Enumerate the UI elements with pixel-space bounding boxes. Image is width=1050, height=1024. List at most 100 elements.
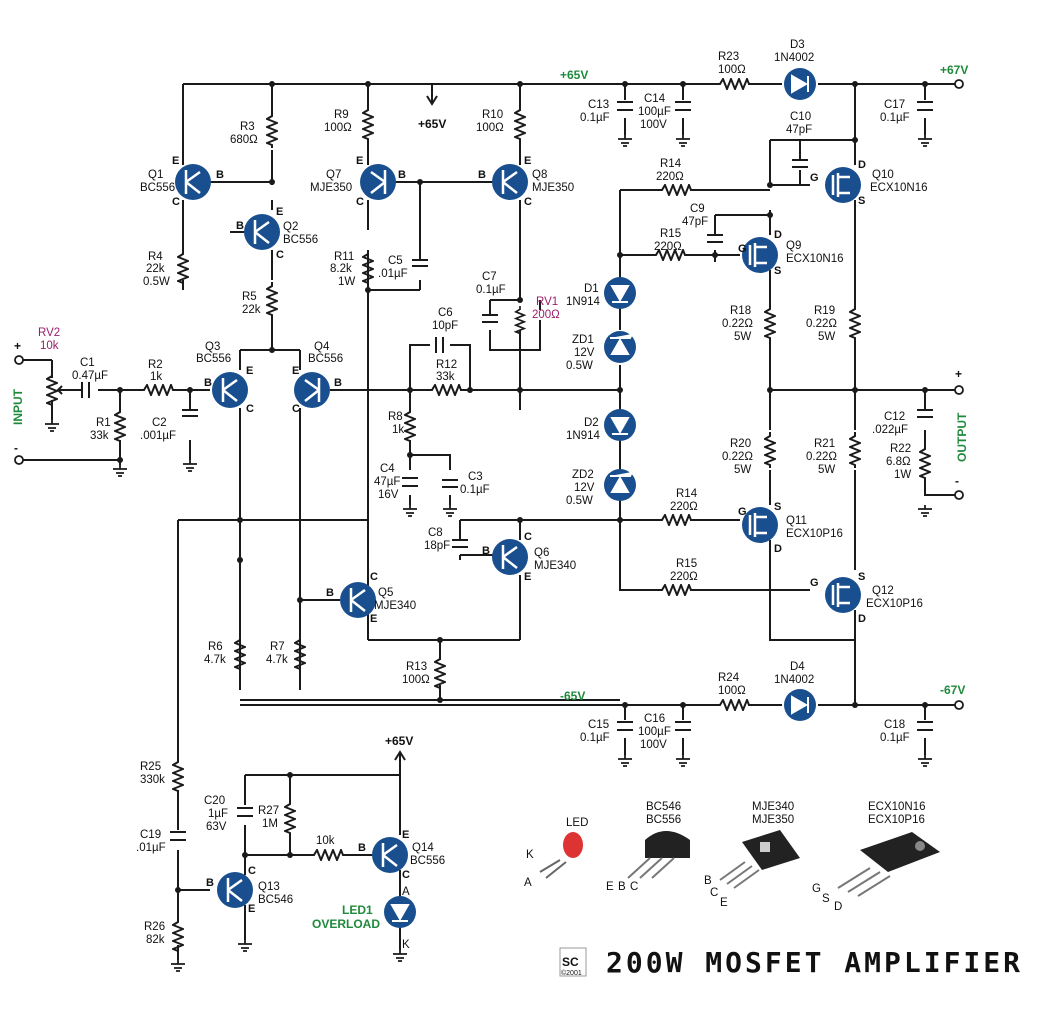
pin-letter: E (524, 155, 531, 167)
r8-value: 1k (392, 424, 404, 436)
input-plus: + (14, 339, 21, 353)
c4-ref: C4 (380, 463, 395, 475)
capacitors (81, 101, 933, 841)
r20-ref: R20 (730, 438, 751, 450)
transistor-q7 (360, 164, 396, 200)
pinout-to126-b: B (704, 875, 712, 887)
r18-value: 0.22Ω (722, 318, 753, 330)
c2-value: .001µF (140, 430, 176, 442)
labels: +65V +67V -65V -67V +65V +65V INPUT OUTP… (11, 39, 1020, 979)
c18-value: 0.1µF (880, 732, 910, 744)
q6-ref: Q6 (534, 547, 549, 559)
c7-ref: C7 (482, 271, 497, 283)
to126-package (719, 830, 800, 889)
package-drawings (539, 830, 940, 897)
capacitor-c14 (675, 101, 691, 111)
r21-rating: 5W (818, 464, 835, 476)
r7-ref: R7 (270, 641, 285, 653)
to92-package (627, 831, 690, 879)
rail-label-pos65: +65V (560, 68, 588, 82)
pin-letter: C (248, 865, 256, 877)
q5-ref: Q5 (378, 587, 393, 599)
rail-label-neg65: -65V (560, 689, 585, 703)
c20-value: 1µF (208, 808, 228, 820)
capacitor-c15 (617, 721, 633, 731)
q4-type: BC556 (308, 353, 343, 365)
r19-rating: 5W (818, 331, 835, 343)
c5-value: .01µF (378, 268, 408, 280)
resistor-r9 (362, 106, 374, 142)
capacitor-c9 (707, 234, 723, 243)
r7-value: 4.7k (266, 654, 288, 666)
resistors (46, 78, 931, 954)
to264-package (837, 832, 940, 897)
pinout-led-k: K (526, 849, 534, 861)
capacitor-c8 (452, 539, 468, 548)
q3-ref: Q3 (205, 341, 220, 353)
transistor-q6 (492, 539, 528, 575)
pin-letter: E (276, 206, 283, 218)
pin-letter: E (370, 613, 377, 625)
pin-letter: B (236, 220, 244, 232)
transistor-q4 (294, 372, 330, 408)
c14-rating: 100V (640, 119, 667, 131)
led-overload (384, 896, 416, 928)
pin-letter: B (482, 545, 490, 557)
r1-value: 33k (90, 430, 109, 442)
resistor-r20 (764, 432, 776, 468)
transistor-q10 (825, 167, 861, 203)
output-minus: - (955, 474, 959, 488)
pin-letter: G (738, 506, 747, 518)
pin-letter: E (356, 155, 363, 167)
pin-letter: D (858, 159, 866, 171)
q10-type: ECX10N16 (870, 182, 928, 194)
output-label: OUTPUT (955, 412, 969, 462)
q12-ref: Q12 (872, 585, 894, 597)
led1-cathode: K (402, 939, 410, 951)
resistor-r2 (140, 384, 176, 396)
pin-letter: C (172, 196, 180, 208)
resistor-r14-top (658, 184, 694, 196)
rail-label-pos67: +67V (940, 63, 968, 77)
resistor-r23 (716, 78, 752, 90)
rail-arrow-65v-protect (394, 750, 406, 761)
transistor-q9 (742, 237, 778, 273)
transistor-q5 (340, 582, 376, 618)
resistor-r14-bottom (658, 514, 694, 526)
pin-letter: E (246, 365, 253, 377)
r13-ref: R13 (406, 661, 427, 673)
c3-value: 0.1µF (460, 484, 490, 496)
r15-bottom-value: 220Ω (670, 571, 698, 583)
pin-letter: G (738, 243, 747, 255)
r21-ref: R21 (814, 438, 835, 450)
d4-ref: D4 (790, 661, 805, 673)
terminals (14, 79, 964, 761)
r24-value: 100Ω (718, 685, 746, 697)
capacitor-c5 (412, 259, 428, 267)
r9-value: 100Ω (324, 122, 352, 134)
rv2-value: 10k (40, 340, 59, 352)
led1-label: OVERLOAD (312, 917, 380, 931)
pin-letter: C (524, 196, 532, 208)
pin-letter: D (774, 229, 782, 241)
transistors (175, 164, 861, 908)
d1-type: 1N914 (566, 296, 600, 308)
r23-value: 100Ω (718, 64, 746, 76)
logo-text: SC (562, 955, 579, 969)
capacitor-c7 (482, 314, 498, 323)
capacitor-c3 (442, 479, 458, 488)
pinout-to126-c: C (710, 887, 718, 899)
r3-ref: R3 (240, 121, 255, 133)
pin-letter: B (206, 877, 214, 889)
rv1-ref: RV1 (536, 296, 558, 308)
diode-d3 (784, 68, 816, 100)
pin-letter: B (204, 377, 212, 389)
pin-letter: E (292, 365, 299, 377)
c15-ref: C15 (588, 719, 609, 731)
r6-value: 4.7k (204, 654, 226, 666)
resistor-r10 (514, 106, 526, 142)
diode-d2 (604, 409, 636, 441)
r27-ref: R27 (258, 805, 279, 817)
